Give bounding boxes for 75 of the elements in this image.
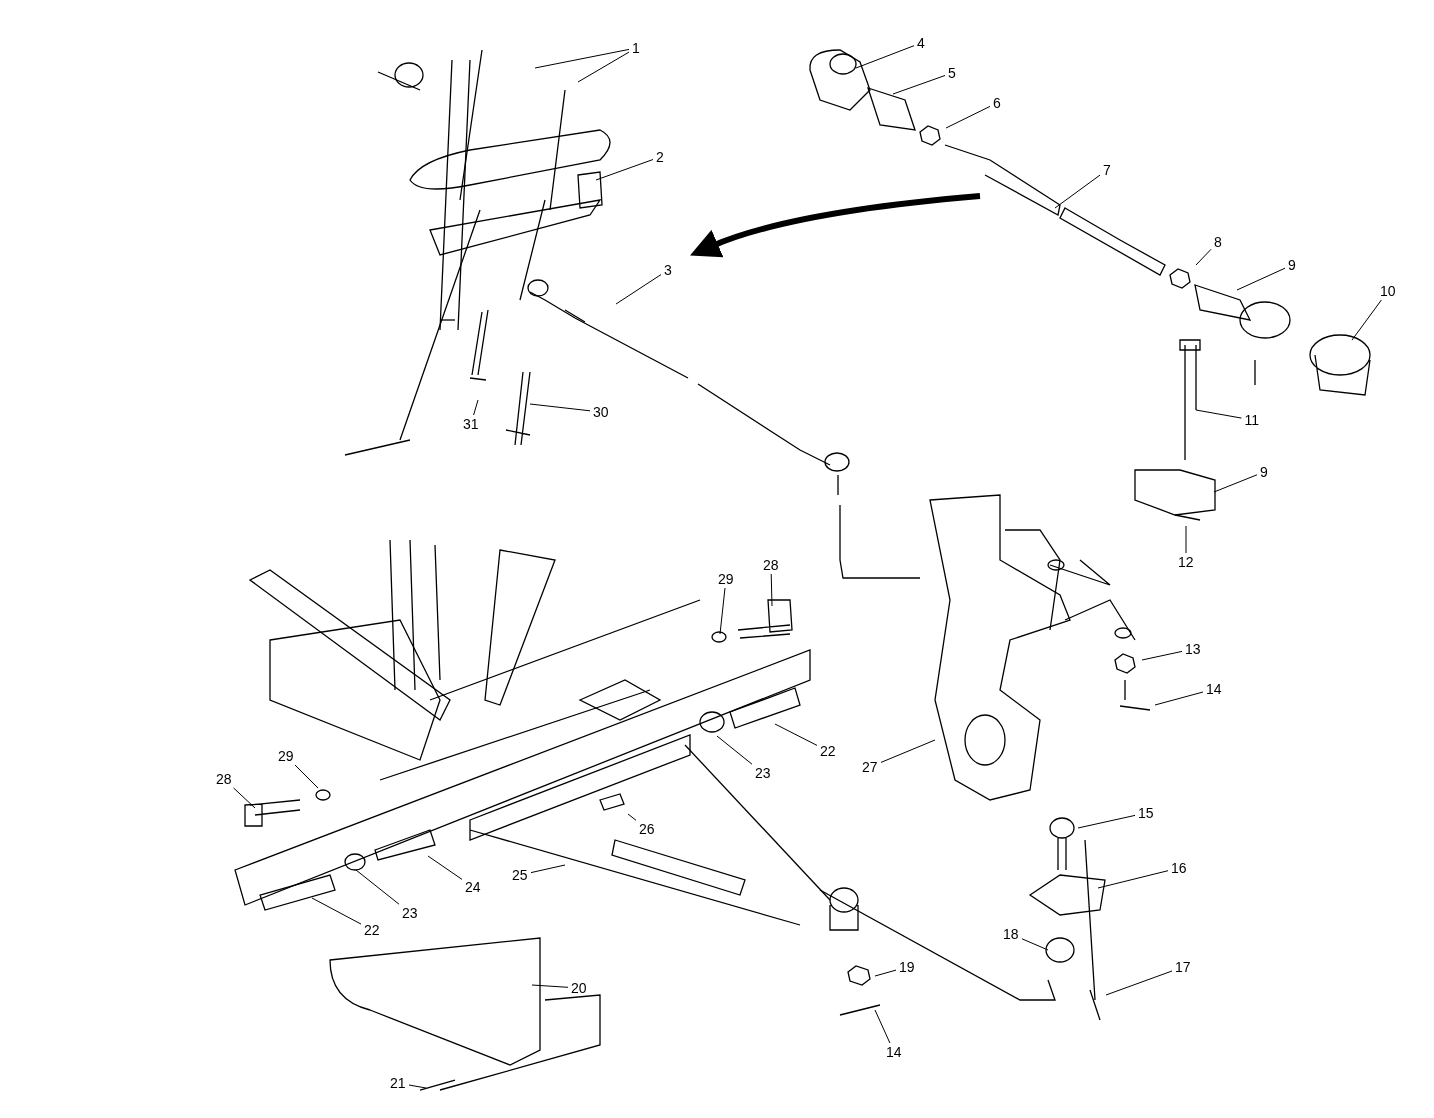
callout-number: 28 [215,771,233,787]
callout-number: 20 [570,980,588,996]
leader-line [1105,970,1173,996]
leader-line [355,869,400,905]
callout-number: 12 [1177,554,1195,570]
leader-line [719,587,726,635]
callout-number: 24 [464,879,482,895]
callout-number: 1 [631,40,641,56]
leader-line [531,984,569,988]
callout-number: 10 [1379,283,1397,299]
callout-number: 22 [363,922,381,938]
callout-number: 31 [462,416,480,432]
callout-number: 16 [1170,860,1188,876]
callout-number: 23 [754,765,772,781]
leader-line [427,855,463,880]
leader-line [615,274,662,305]
leader-line [408,1084,427,1089]
callout-number: 14 [885,1044,903,1060]
callout-number: 11 [1243,412,1261,428]
leader-line [880,739,936,763]
callout-number: 6 [992,95,1002,111]
leader-line [1154,691,1204,706]
leader-line [534,48,630,69]
callout-number: 23 [401,905,419,921]
callout-number: 9 [1287,257,1297,273]
callout-number: 9 [1259,464,1269,480]
leader-line [595,159,654,181]
callout-number: 4 [916,35,926,51]
callout-number: 17 [1174,959,1192,975]
leader-line [892,75,946,95]
leader-line [1351,299,1382,341]
leader-line [311,897,362,925]
leader-line [1195,409,1242,419]
callout-number: 7 [1102,162,1112,178]
callout-number: 13 [1184,641,1202,657]
callout-number: 28 [762,557,780,573]
leader-line [945,105,991,129]
leader-line [1077,814,1136,829]
callout-number: 5 [947,65,957,81]
callout-number: 29 [277,748,295,764]
callout-number: 22 [819,743,837,759]
callout-number: 30 [592,404,610,420]
leader-line [294,764,319,789]
leader-line [874,1009,891,1044]
callout-number: 2 [655,149,665,165]
leader-line [774,723,818,746]
callout-number: 25 [511,867,529,883]
callout-number: 18 [1002,926,1020,942]
leader-line [1195,248,1212,266]
leader-line [233,787,256,809]
leader-line [530,864,566,874]
callout-number: 19 [898,959,916,975]
callout-number: 8 [1213,234,1223,250]
leader-line [1054,174,1101,209]
callout-number: 14 [1205,681,1223,697]
callout-number: 3 [663,262,673,278]
callout-number: 29 [717,571,735,587]
leader-line [874,969,897,977]
leader-line [1236,267,1286,291]
leader-line [529,403,591,412]
leader-line [716,735,753,765]
leader-line [1097,870,1169,889]
leader-line [855,45,915,69]
leader-line [1021,938,1049,951]
leader-line [627,813,637,821]
callout-number: 26 [638,821,656,837]
callout-number: 27 [861,759,879,775]
leader-line [770,573,773,607]
callout-number: 15 [1137,805,1155,821]
leader-line [473,399,479,416]
leader-line [1213,474,1258,493]
leader-line [1141,650,1183,661]
leader-line [577,51,630,83]
callout-number: 21 [389,1075,407,1091]
leader-line [1185,525,1187,554]
